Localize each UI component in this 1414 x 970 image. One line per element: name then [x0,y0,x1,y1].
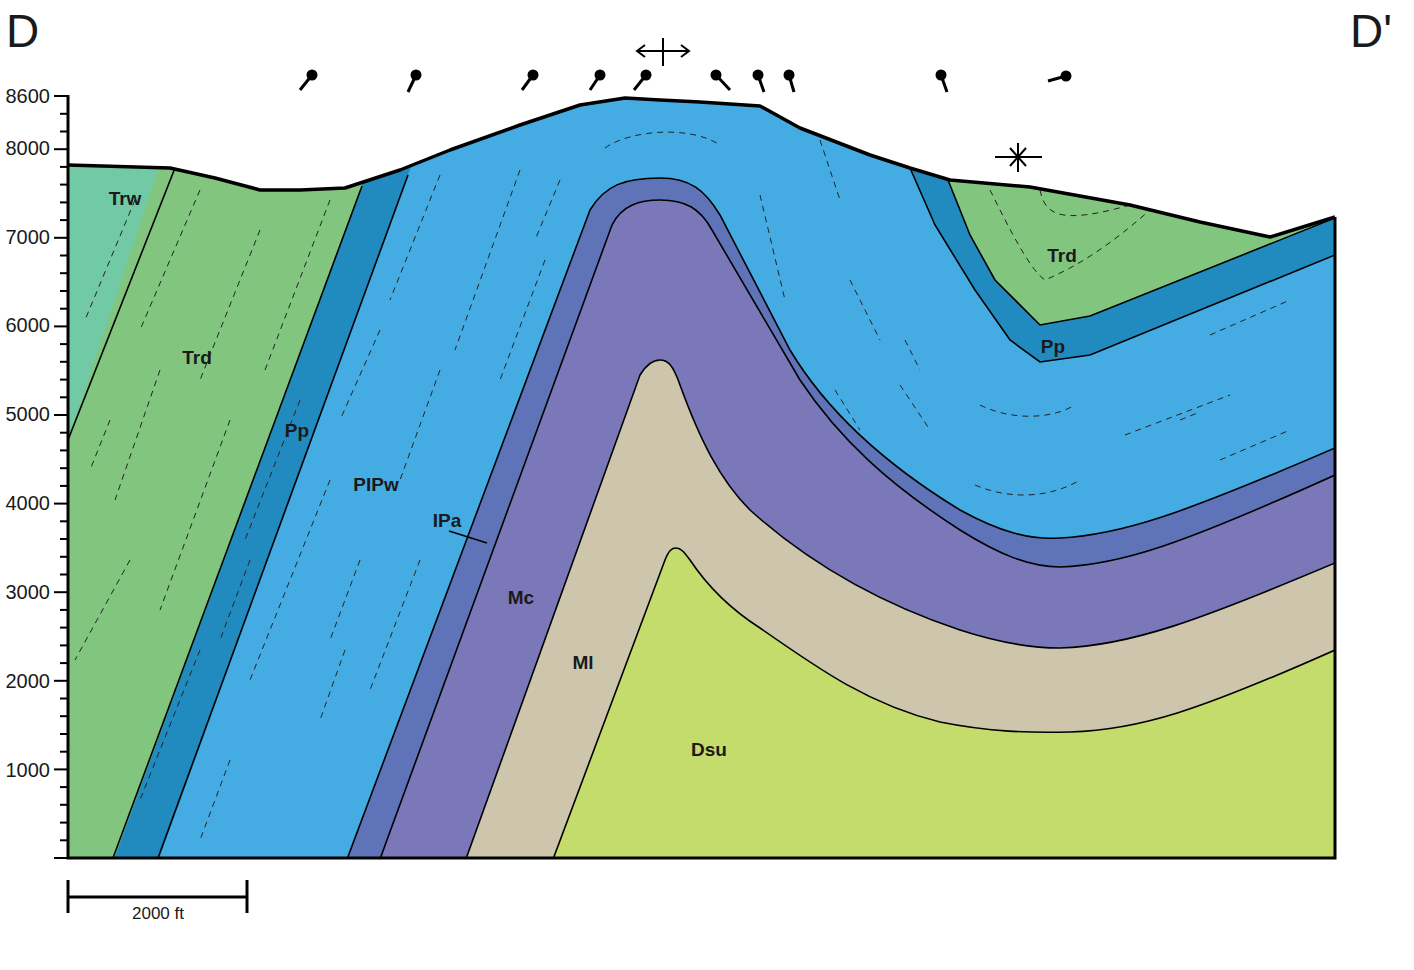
axis-tick [54,148,68,150]
elevation-label: 3000 [6,582,51,602]
syncline-symbol [995,143,1042,172]
axis-tick [60,201,68,203]
axis-tick [54,591,68,593]
dip-symbols [300,71,1070,92]
axis-tick [60,449,68,451]
topography [68,98,1335,237]
elevation-label: 8600 [6,86,51,106]
unit-label: Ml [572,653,593,672]
axis-tick [60,698,68,700]
scale-label: 2000 ft [132,905,184,922]
section-end-label: D [6,8,39,54]
axis-tick [60,290,68,292]
axis-tick [60,751,68,753]
unit-label: PIPw [353,475,398,494]
elevation-label: 1000 [6,760,51,780]
strata [60,60,1350,870]
axis-tick [60,361,68,363]
axis-tick [60,609,68,611]
unit-label: IPa [433,511,462,530]
unit-label: Trd [182,348,212,367]
elevation-label: 2000 [6,671,51,691]
unit-mc [376,200,1345,870]
axis-tick [60,662,68,664]
axis-tick [60,255,68,257]
anticline-symbol [637,38,689,66]
unit-trd [60,60,1345,870]
unit-ml [462,360,1345,870]
axis-tick [60,396,68,398]
axis-tick [60,485,68,487]
axis-tick [60,520,68,522]
axis-tick [60,379,68,381]
axis-tick [60,184,68,186]
axis-tick [60,839,68,841]
axis-tick [60,272,68,274]
leader-line [449,531,487,543]
axis-tick [60,467,68,469]
axis-tick [60,733,68,735]
elevation-label: 7000 [6,227,51,247]
axis-tick [54,768,68,770]
unit-label: Trw [109,189,142,208]
elevation-label: 8000 [6,138,51,158]
axis-tick [60,538,68,540]
elevation-label: 6000 [6,315,51,335]
bedding-traces [75,132,1290,840]
unit-pipw [155,60,1345,870]
axis-tick [54,857,68,859]
axis-tick [60,556,68,558]
axis-tick [60,432,68,434]
unit-ipa [343,178,1345,870]
axis-tick [54,237,68,239]
unit-label: Trd [1047,246,1077,265]
axis-tick [54,325,68,327]
axis-tick [54,95,68,97]
axis-tick [60,822,68,824]
section-end-label: D' [1350,8,1392,54]
unit-trw [60,60,1350,870]
axis-tick [60,786,68,788]
unit-label: Mc [508,588,534,607]
axis-tick [60,627,68,629]
section-frame [68,165,1335,858]
contacts [68,168,1335,870]
axis-tick [60,219,68,221]
axis-tick [60,574,68,576]
elevation-label: 4000 [6,493,51,513]
unit-pp [110,60,1345,870]
unit-label: Dsu [691,740,727,759]
unit-dsu [549,548,1345,870]
axis-tick [60,166,68,168]
axis-tick [60,644,68,646]
unit-label: Pp [285,421,309,440]
axis-ticks [54,96,68,858]
unit-label: Pp [1041,337,1065,356]
axis-tick [60,804,68,806]
axis-tick [60,715,68,717]
axis-line [67,95,70,165]
axis-tick [60,308,68,310]
axis-tick [60,343,68,345]
elevation-label: 5000 [6,404,51,424]
axis-tick [54,414,68,416]
axis-tick [54,503,68,505]
axis-tick [54,680,68,682]
